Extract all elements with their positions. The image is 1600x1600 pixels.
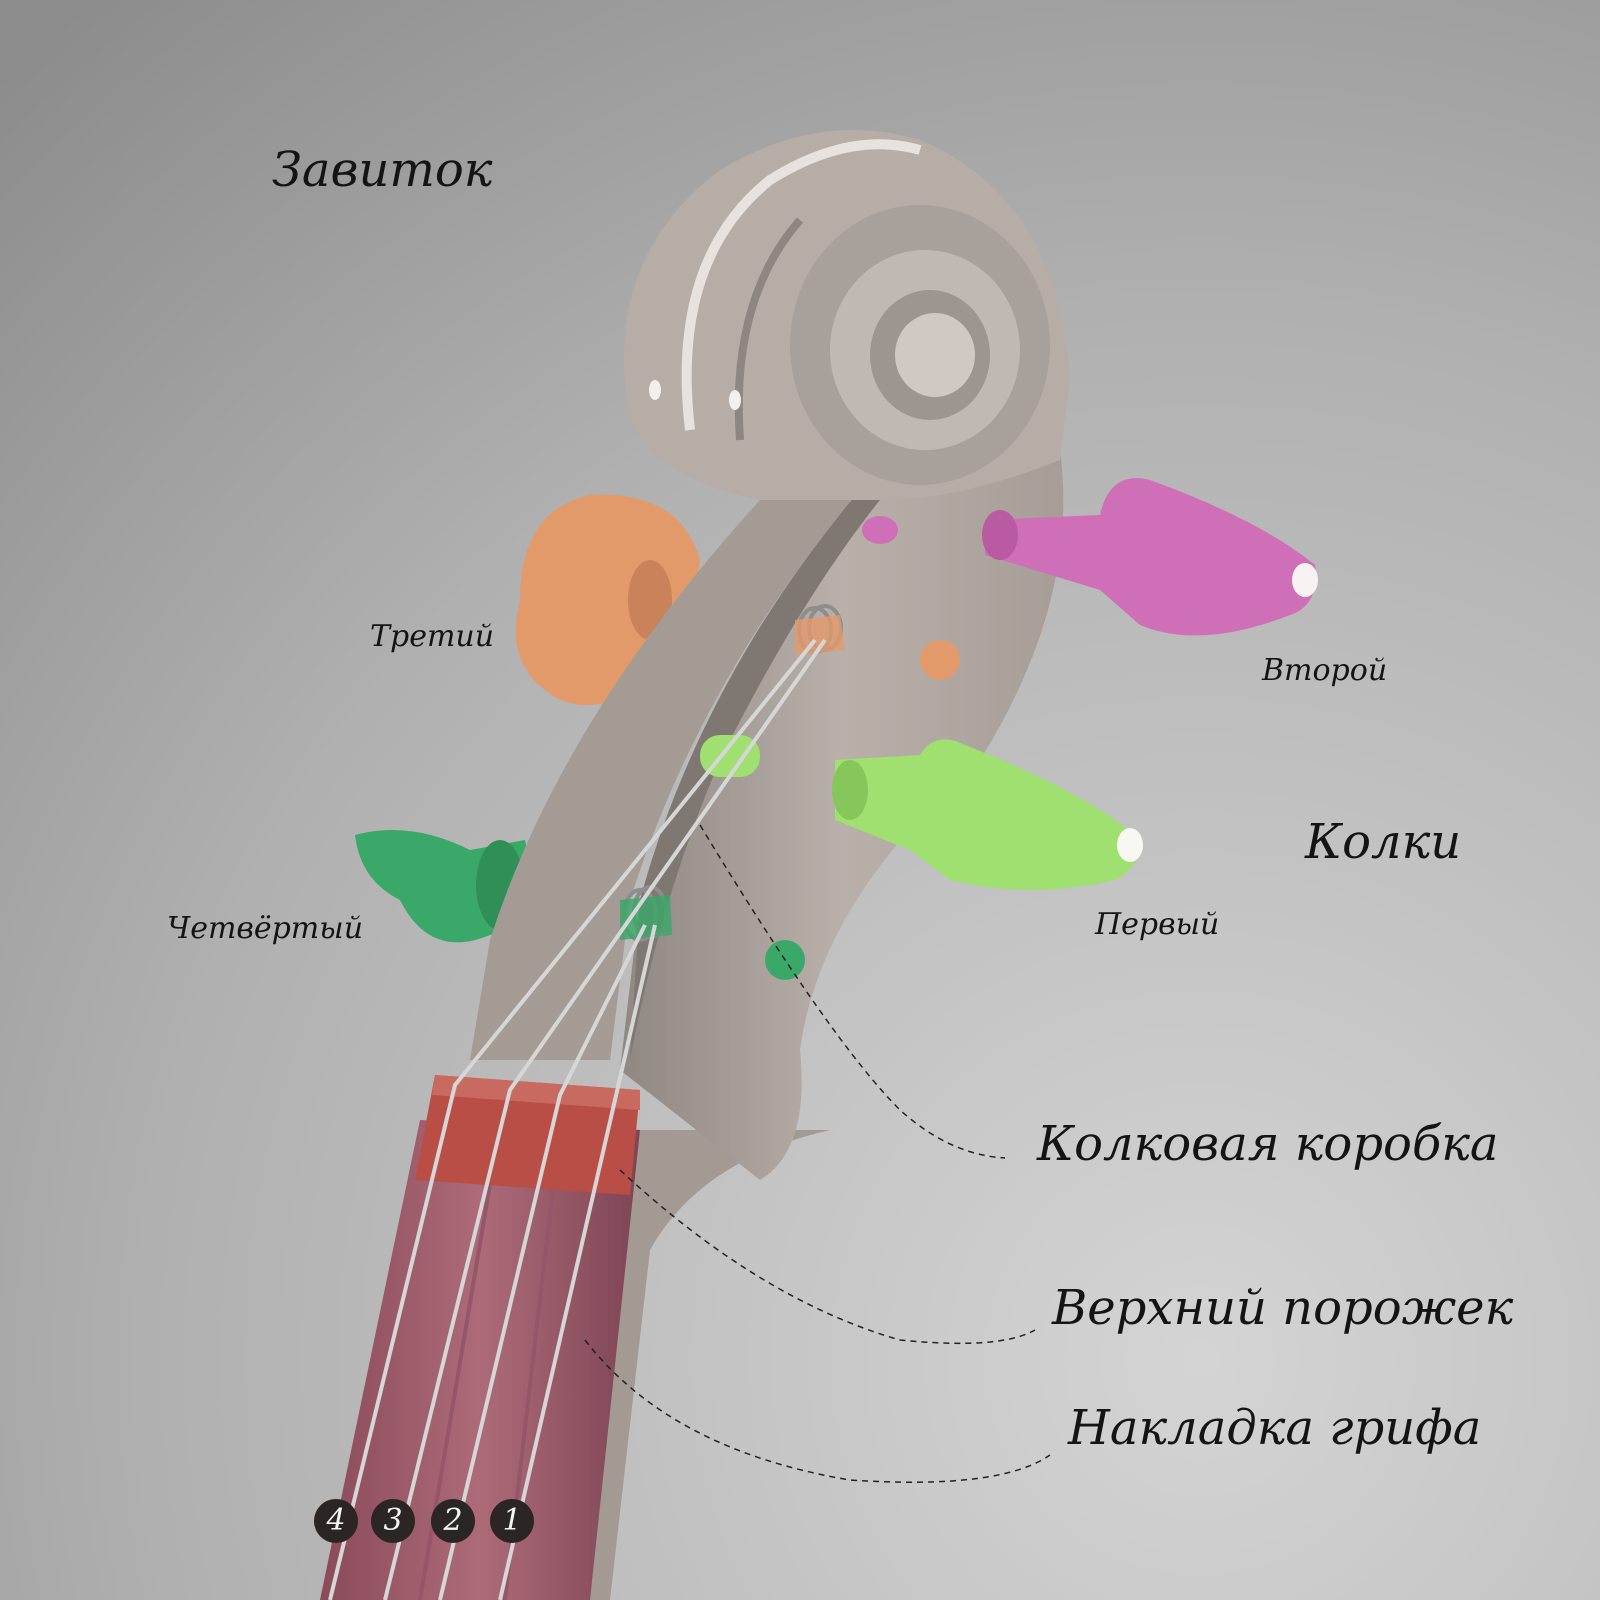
label-peg-first: Первый bbox=[1095, 907, 1220, 942]
string-number-2: 2 bbox=[431, 1499, 475, 1543]
string-number-4: 4 bbox=[314, 1499, 358, 1543]
label-nut: Верхний порожек bbox=[1052, 1280, 1514, 1336]
string-number-1: 1 bbox=[490, 1499, 534, 1543]
label-peg-third: Третий bbox=[370, 619, 495, 654]
peg-first-shape bbox=[835, 739, 1138, 890]
label-pegs: Колки bbox=[1305, 814, 1462, 870]
label-pegbox: Колковая коробка bbox=[1037, 1116, 1499, 1172]
label-peg-second: Второй bbox=[1262, 653, 1388, 688]
peg-third-tip bbox=[920, 640, 960, 680]
pegbox-left-wall bbox=[470, 490, 860, 1060]
label-scroll: Завиток bbox=[272, 142, 493, 198]
fingerboard bbox=[320, 1120, 640, 1600]
string-number-3: 3 bbox=[371, 1499, 415, 1543]
label-fingerboard: Накладка грифа bbox=[1068, 1400, 1482, 1456]
strings bbox=[328, 638, 827, 1600]
label-peg-fourth: Четвёртый bbox=[167, 911, 364, 946]
peg-second-shape bbox=[985, 478, 1316, 636]
leader-lines bbox=[584, 824, 1051, 1483]
